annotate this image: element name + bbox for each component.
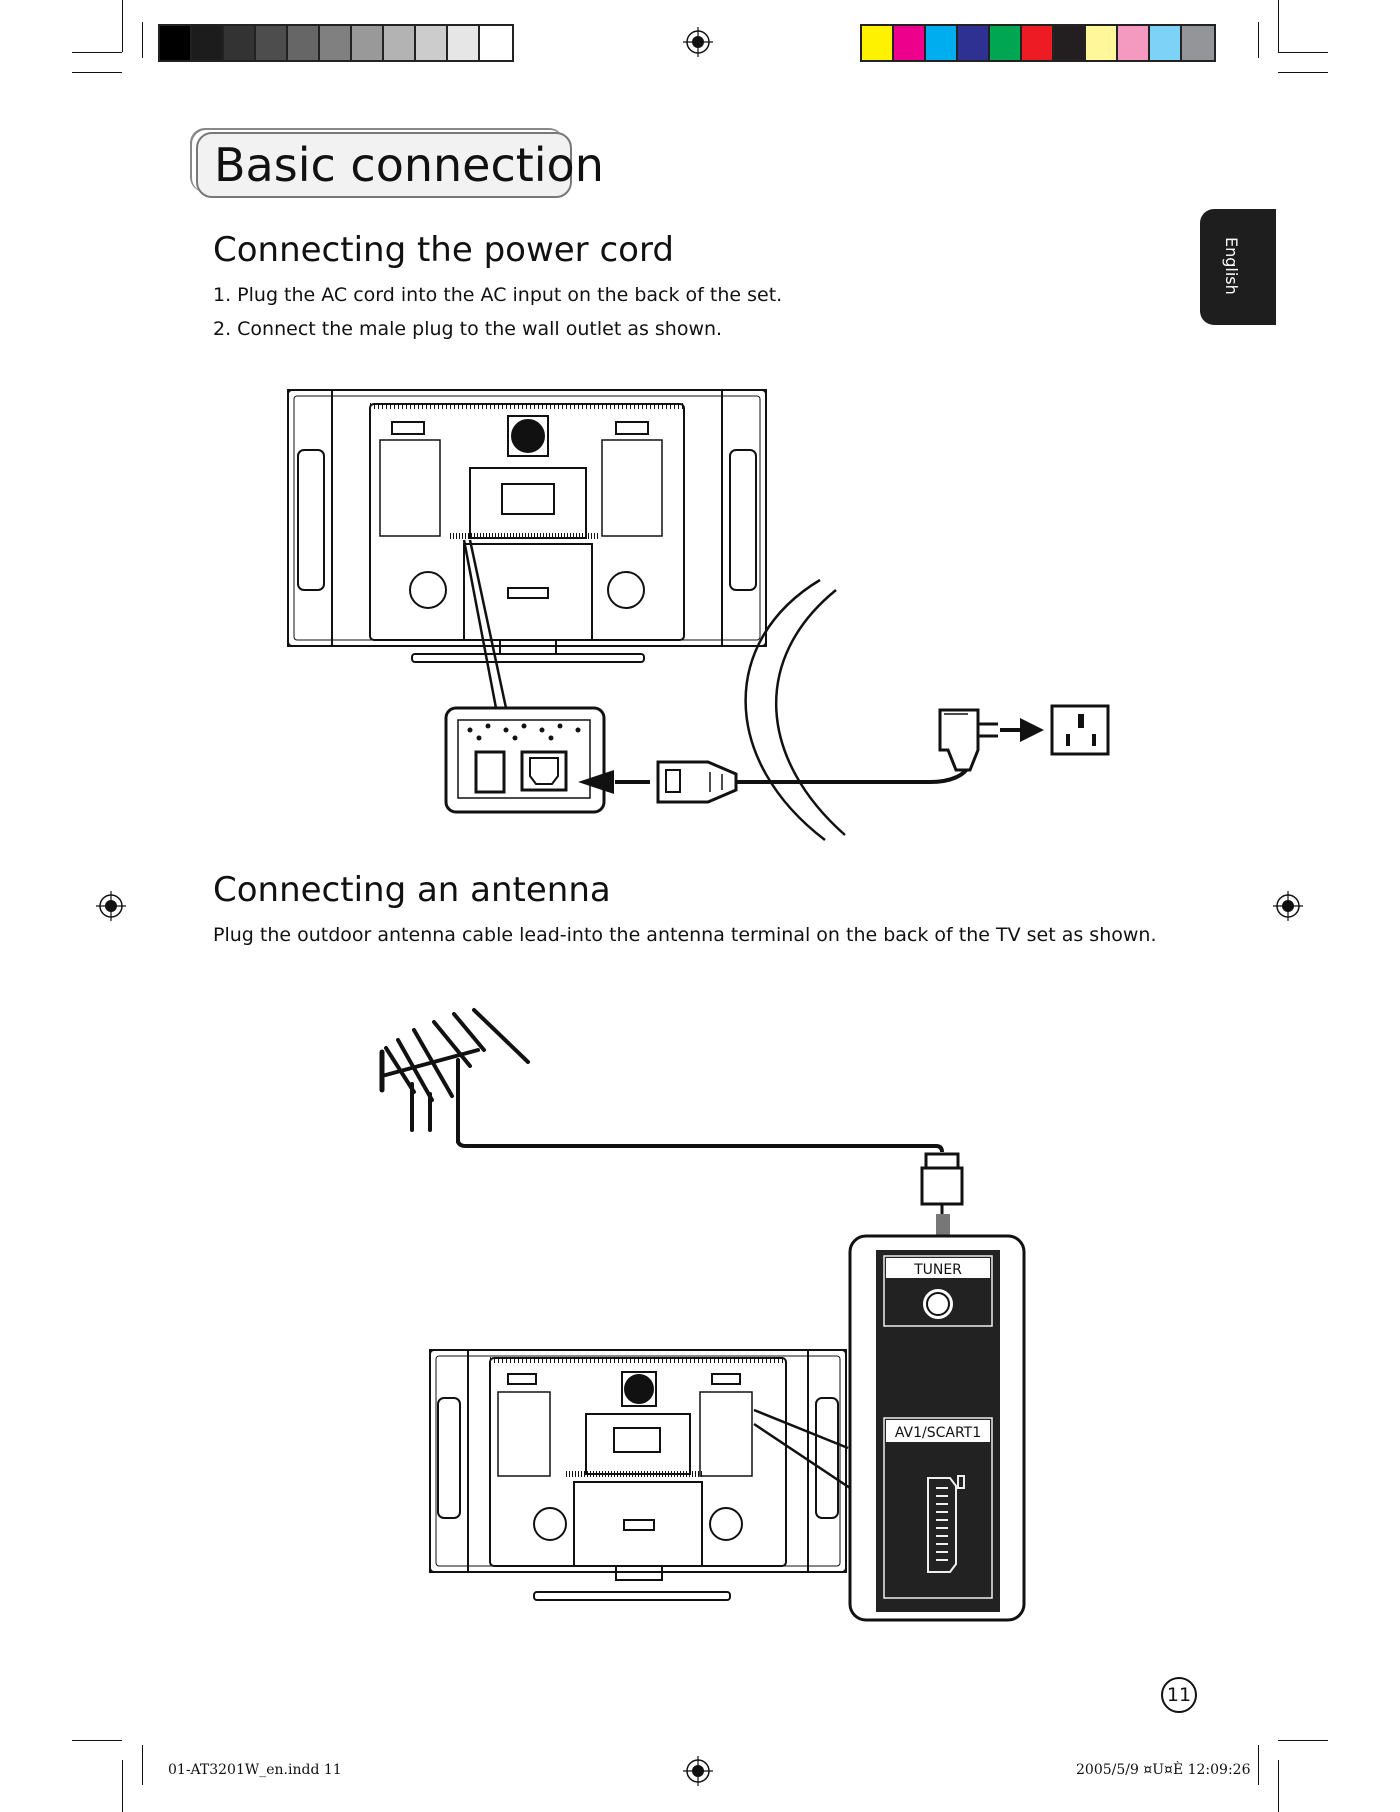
- power-section-heading: Connecting the power cord: [213, 230, 674, 270]
- page-title: Basic connection: [214, 138, 604, 192]
- wall-outlet-icon: [1050, 704, 1110, 756]
- rear-panel-callout: TUNER AV1/SCART1: [848, 1234, 1026, 1622]
- power-cord: [578, 578, 1044, 841]
- av1-scart1-label: AV1/SCART1: [895, 1425, 981, 1441]
- gray-swatch-6: [320, 26, 352, 60]
- color-swatch-10: [1150, 26, 1182, 60]
- gray-swatch-11: [480, 26, 512, 60]
- page-number: 11: [1161, 1677, 1197, 1713]
- gray-swatch-3: [224, 26, 256, 60]
- language-tab-label: English: [1222, 237, 1241, 295]
- registration-mark-bottom-icon: [683, 1756, 713, 1786]
- tuner-label: TUNER: [913, 1262, 962, 1278]
- page-title-box: Basic connection: [196, 132, 604, 198]
- registration-mark-left-icon: [96, 891, 126, 921]
- gray-swatch-9: [416, 26, 448, 60]
- gray-swatch-10: [448, 26, 480, 60]
- gray-swatch-1: [160, 26, 192, 60]
- color-swatch-11: [1182, 26, 1214, 60]
- tv-rear-view-small: [429, 1349, 847, 1601]
- color-swatch-2: [894, 26, 926, 60]
- print-slug-datestamp: 2005/5/9 ¤U¤È 12:09:26: [1076, 1762, 1251, 1778]
- color-swatch-8: [1086, 26, 1118, 60]
- antenna-section-heading: Connecting an antenna: [213, 870, 611, 910]
- gray-swatch-5: [288, 26, 320, 60]
- panel-callout-lines: [753, 1408, 851, 1490]
- gray-swatch-7: [352, 26, 384, 60]
- color-swatch-9: [1118, 26, 1150, 60]
- gray-swatch-4: [256, 26, 288, 60]
- antenna-connection-diagram: TUNER AV1/SCART1: [379, 1008, 1026, 1622]
- power-step-1: 1. Plug the AC cord into the AC input on…: [213, 284, 783, 306]
- scart-connector-icon: [927, 1475, 965, 1573]
- tv-rear-view: [287, 389, 767, 663]
- antenna-cable: [456, 1139, 944, 1153]
- antenna-instruction: Plug the outdoor antenna cable lead-into…: [213, 924, 1157, 946]
- color-swatch-1: [862, 26, 894, 60]
- gray-swatch-8: [384, 26, 416, 60]
- grayscale-color-bar: [158, 24, 514, 62]
- registration-mark-right-icon: [1273, 891, 1303, 921]
- color-swatch-7: [1054, 26, 1086, 60]
- gray-swatch-2: [192, 26, 224, 60]
- color-swatch-3: [926, 26, 958, 60]
- registration-mark-top-icon: [683, 27, 713, 57]
- process-color-bar: [860, 24, 1216, 62]
- antenna-plug-icon: [920, 1152, 964, 1214]
- power-step-2: 2. Connect the male plug to the wall out…: [213, 318, 723, 340]
- color-swatch-5: [990, 26, 1022, 60]
- color-swatch-4: [958, 26, 990, 60]
- power-connection-diagram: [287, 389, 1110, 841]
- color-swatch-6: [1022, 26, 1054, 60]
- outdoor-antenna-icon: [379, 1008, 530, 1144]
- print-slug-filename: 01-AT3201W_en.indd 11: [168, 1762, 342, 1778]
- power-inlet-callout: [444, 539, 606, 814]
- language-tab: English: [1200, 209, 1276, 325]
